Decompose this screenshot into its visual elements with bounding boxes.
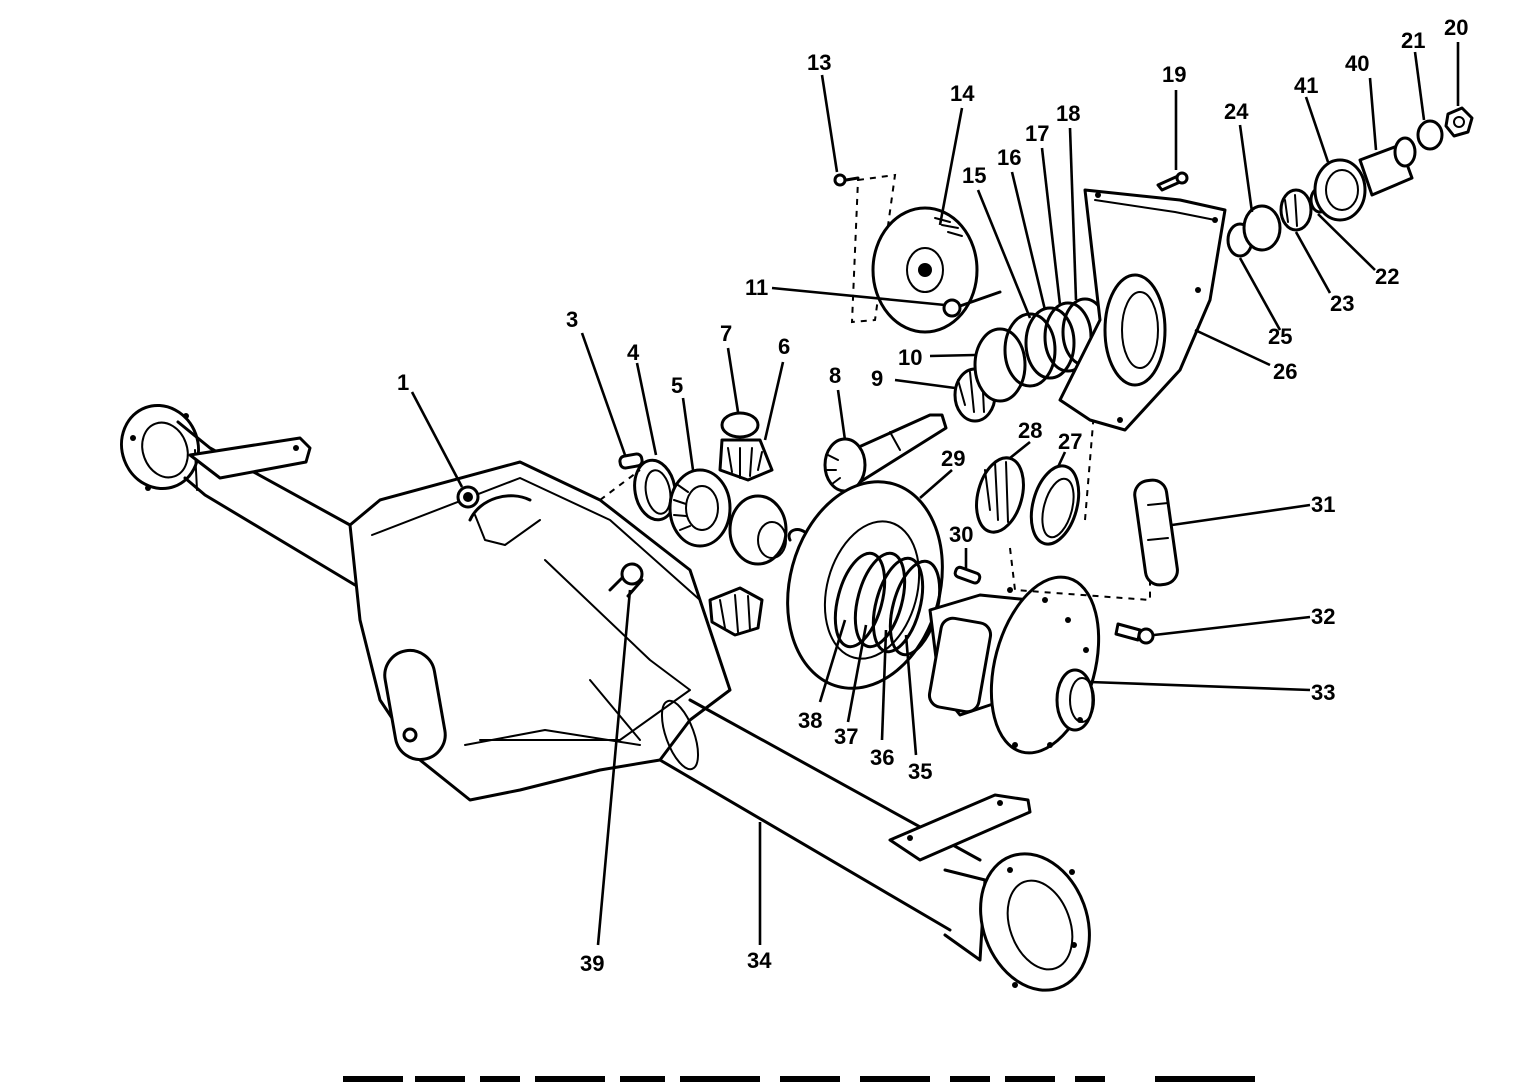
leader-lines bbox=[410, 42, 1460, 946]
callout-24: 24 bbox=[1224, 99, 1249, 124]
callout-40: 40 bbox=[1345, 51, 1369, 76]
callout-29: 29 bbox=[941, 446, 965, 471]
callout-26: 26 bbox=[1273, 359, 1297, 384]
carrier-assembly bbox=[833, 106, 1474, 432]
cropped-caption-fragment bbox=[343, 1076, 1255, 1082]
differential-gears bbox=[618, 411, 948, 637]
callout-35: 35 bbox=[908, 759, 932, 784]
callout-38: 38 bbox=[798, 708, 822, 733]
callout-1: 1 bbox=[397, 370, 409, 395]
callout-23: 23 bbox=[1330, 291, 1354, 316]
callout-15: 15 bbox=[962, 163, 986, 188]
callout-18: 18 bbox=[1056, 101, 1080, 126]
callout-3: 3 bbox=[566, 307, 578, 332]
callout-41: 41 bbox=[1294, 73, 1318, 98]
callout-20: 20 bbox=[1444, 15, 1468, 40]
callout-7: 7 bbox=[720, 321, 732, 346]
callout-11: 11 bbox=[745, 275, 768, 300]
callout-6: 6 bbox=[778, 334, 790, 359]
callout-21: 21 bbox=[1401, 28, 1425, 53]
axle-housing bbox=[120, 403, 1091, 992]
callout-30: 30 bbox=[949, 522, 973, 547]
callout-5: 5 bbox=[671, 373, 683, 398]
callout-19: 19 bbox=[1162, 62, 1186, 87]
ring-gear-and-case bbox=[599, 399, 1179, 755]
callout-31: 31 bbox=[1311, 492, 1335, 517]
callout-39: 39 bbox=[580, 951, 604, 976]
callout-4: 4 bbox=[627, 340, 640, 365]
callout-8: 8 bbox=[829, 363, 841, 388]
callout-17: 17 bbox=[1025, 121, 1049, 146]
callout-36: 36 bbox=[870, 745, 894, 770]
callout-22: 22 bbox=[1375, 264, 1399, 289]
callout-28: 28 bbox=[1018, 418, 1042, 443]
callout-13: 13 bbox=[807, 50, 831, 75]
callout-labels: 1 3 4 5 6 7 8 9 10 11 13 14 15 16 17 18 … bbox=[397, 15, 1468, 976]
callout-14: 14 bbox=[950, 81, 975, 106]
callout-32: 32 bbox=[1311, 604, 1335, 629]
callout-27: 27 bbox=[1058, 429, 1082, 454]
callout-37: 37 bbox=[834, 724, 858, 749]
callout-34: 34 bbox=[747, 948, 772, 973]
callout-16: 16 bbox=[997, 145, 1021, 170]
callout-25: 25 bbox=[1268, 324, 1292, 349]
callout-9: 9 bbox=[871, 366, 883, 391]
callout-10: 10 bbox=[898, 345, 922, 370]
callout-33: 33 bbox=[1311, 680, 1335, 705]
